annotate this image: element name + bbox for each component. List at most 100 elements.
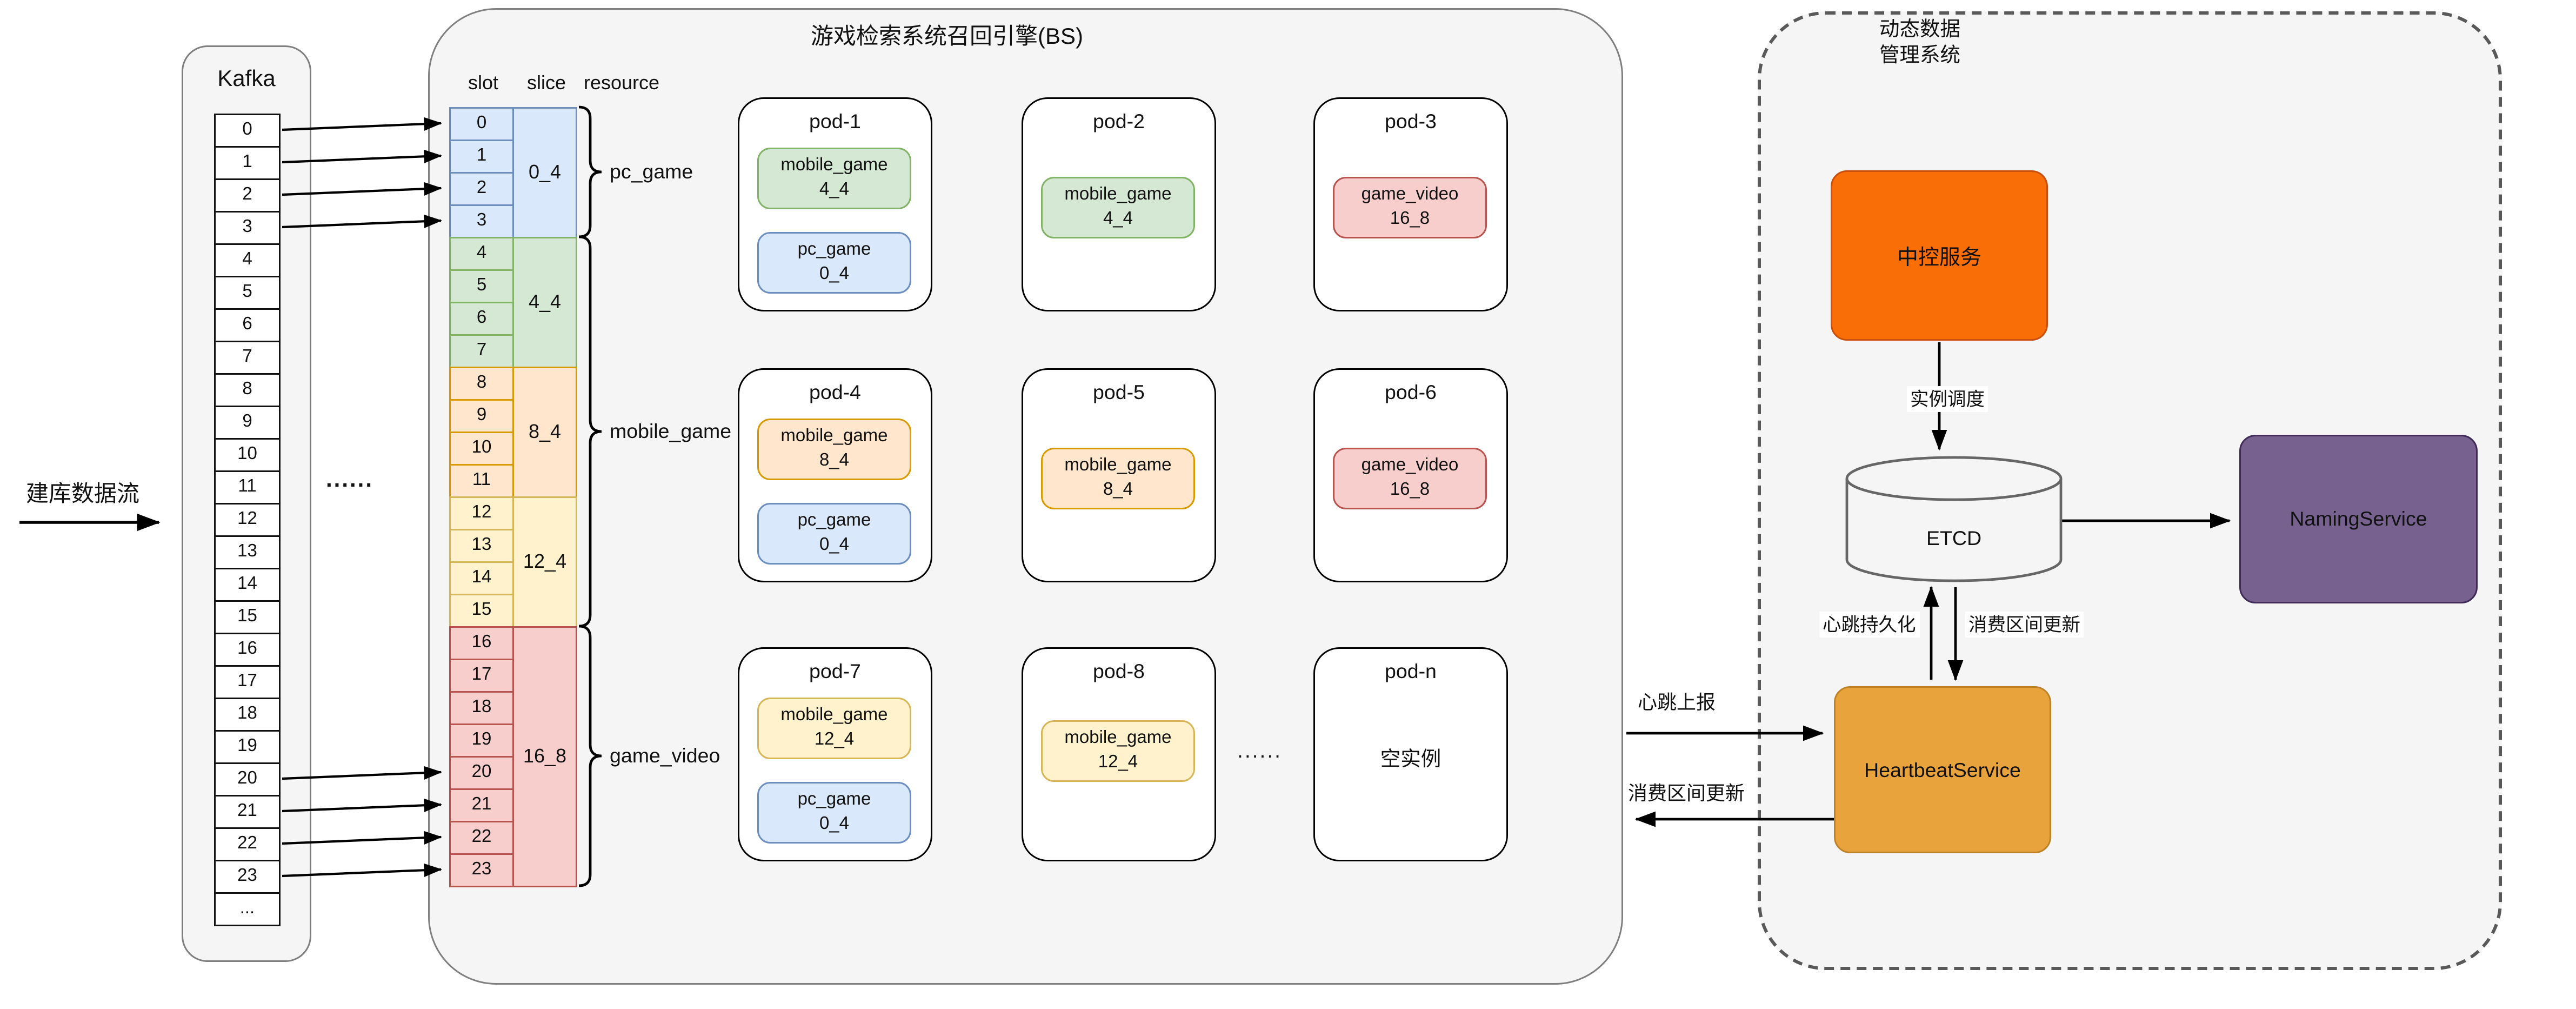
resource-label-game-video: game_video xyxy=(610,745,720,767)
slot-row: 11 xyxy=(449,464,514,498)
consume-range-update-label: 消费区间更新 xyxy=(1625,779,1749,806)
table-header-slice: slice xyxy=(526,71,566,94)
consume-range-update-etcd-label: 消费区间更新 xyxy=(1965,612,2084,638)
slot-row: 23 xyxy=(449,853,514,887)
slot-row: 3 xyxy=(449,204,514,238)
pod-name: pod-n xyxy=(1385,660,1437,683)
heartbeat-persist-label: 心跳持久化 xyxy=(1819,612,1919,638)
slot-row: 12 xyxy=(449,496,514,530)
slot-row: 14 xyxy=(449,561,514,595)
slot-row: 5 xyxy=(449,269,514,303)
slot-row: 22 xyxy=(449,821,514,855)
kafka-slot: 8 xyxy=(214,373,281,407)
pod-name: pod-3 xyxy=(1385,110,1437,133)
build-dataflow-label: 建库数据流 xyxy=(26,480,139,506)
kafka-slot: 7 xyxy=(214,341,281,375)
instance-schedule-label: 实例调度 xyxy=(1907,386,1988,412)
pod-name: pod-6 xyxy=(1385,381,1437,404)
table-header-slot: slot xyxy=(468,71,499,94)
slot-row: 15 xyxy=(449,594,514,628)
kafka-slot: 6 xyxy=(214,308,281,342)
slot-row: 6 xyxy=(449,302,514,336)
slice-cell: 4_4 xyxy=(512,237,577,368)
pod-name: pod-2 xyxy=(1093,110,1145,133)
bs-engine-title: 游戏检索系统召回引擎(BS) xyxy=(811,23,1083,49)
resource-label-pc-game: pc_game xyxy=(610,161,693,183)
kafka-slot: 3 xyxy=(214,211,281,245)
kafka-slot: 17 xyxy=(214,665,281,699)
pod-n: pod-n 空实例 xyxy=(1313,647,1508,861)
kafka-slot: 12 xyxy=(214,503,281,537)
pods-ellipsis: ...... xyxy=(1237,738,1283,762)
brace-game-video xyxy=(578,625,602,887)
slot-row: 2 xyxy=(449,172,514,206)
pod-name: pod-7 xyxy=(809,660,861,683)
etcd-label: ETCD xyxy=(1926,527,1982,550)
slot-row: 21 xyxy=(449,788,514,822)
etcd-cylinder xyxy=(1845,456,2063,582)
kafka-slot: 16 xyxy=(214,633,281,667)
kafka-slot: 11 xyxy=(214,470,281,504)
kafka-slot: 18 xyxy=(214,698,281,732)
slot-row: 17 xyxy=(449,659,514,693)
slice-cell: 8_4 xyxy=(512,367,577,498)
slot-row: 10 xyxy=(449,432,514,466)
heartbeat-service-box: HeartbeatService xyxy=(1834,686,2051,853)
kafka-slot: 13 xyxy=(214,535,281,569)
slot-row: 7 xyxy=(449,334,514,368)
kafka-slot-more: ... xyxy=(214,892,281,926)
pod-name: pod-1 xyxy=(809,110,861,133)
kafka-slot: 20 xyxy=(214,762,281,796)
heartbeat-report-label: 心跳上报 xyxy=(1634,688,1719,715)
kafka-slot: 9 xyxy=(214,406,281,440)
slice-cell: 12_4 xyxy=(512,496,577,628)
resource-label-mobile-game: mobile_game xyxy=(610,420,732,443)
pod-name: pod-4 xyxy=(809,381,861,404)
kafka-slot: 22 xyxy=(214,827,281,861)
kafka-slot: 0 xyxy=(214,114,281,148)
slot-row: 13 xyxy=(449,529,514,563)
slot-row: 8 xyxy=(449,367,514,401)
slot-row: 0 xyxy=(449,107,514,141)
kafka-title: Kafka xyxy=(217,65,276,91)
kafka-slot: 5 xyxy=(214,276,281,310)
pod-name: pod-5 xyxy=(1093,381,1145,404)
slot-row: 4 xyxy=(449,237,514,271)
kafka-slot: 19 xyxy=(214,730,281,764)
slice-cell: 0_4 xyxy=(512,107,577,238)
slice-cell: 16_8 xyxy=(512,626,577,887)
kafka-slot: 14 xyxy=(214,568,281,602)
kafka-slot: 21 xyxy=(214,795,281,829)
kafka-slot: 2 xyxy=(214,178,281,213)
brace-mobile-game xyxy=(578,235,602,628)
pod-name: pod-8 xyxy=(1093,660,1145,683)
dynamic-system-title: 动态数据 管理系统 xyxy=(1879,18,1960,67)
kafka-slot: 23 xyxy=(214,860,281,894)
slot-row: 16 xyxy=(449,626,514,660)
kafka-slot: 15 xyxy=(214,600,281,634)
slot-row: 19 xyxy=(449,723,514,758)
naming-service-box: NamingService xyxy=(2239,435,2478,603)
slot-row: 1 xyxy=(449,140,514,174)
kafka-slot: 10 xyxy=(214,438,281,472)
slot-row: 20 xyxy=(449,756,514,790)
central-service-box: 中控服务 xyxy=(1831,170,2048,341)
brace-pc-game xyxy=(578,105,602,238)
